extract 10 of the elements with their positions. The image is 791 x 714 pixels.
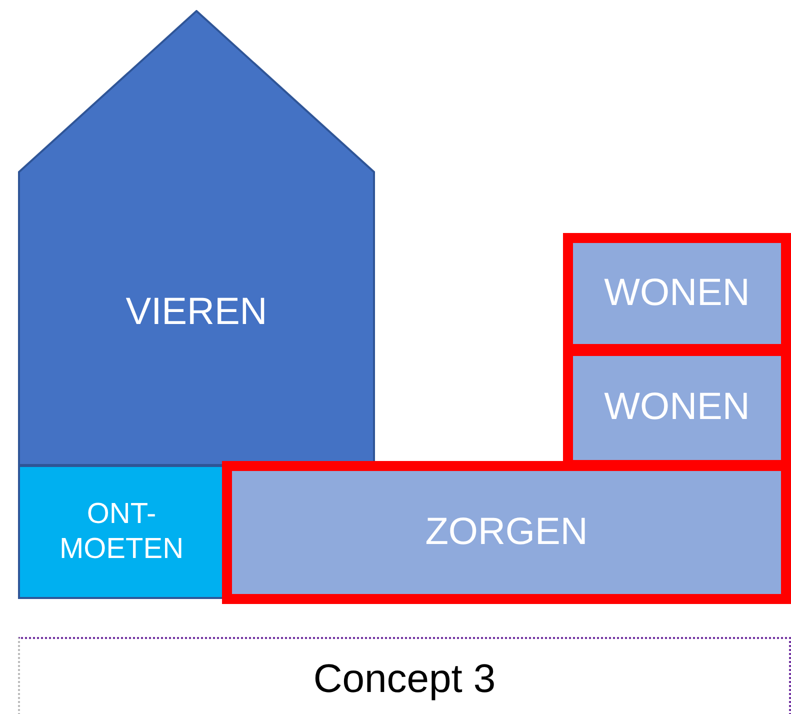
block-label: WONEN	[604, 385, 750, 430]
block-label: ONT- MOETEN	[58, 497, 185, 567]
block	[222, 461, 791, 604]
block-label: VIEREN	[126, 290, 268, 336]
block-label: Concept 3	[313, 656, 496, 703]
block	[18, 465, 225, 599]
block-label: WONEN	[604, 270, 750, 316]
house-block	[18, 10, 375, 466]
caption-box	[18, 637, 791, 714]
block-label: ZORGEN	[425, 510, 588, 555]
